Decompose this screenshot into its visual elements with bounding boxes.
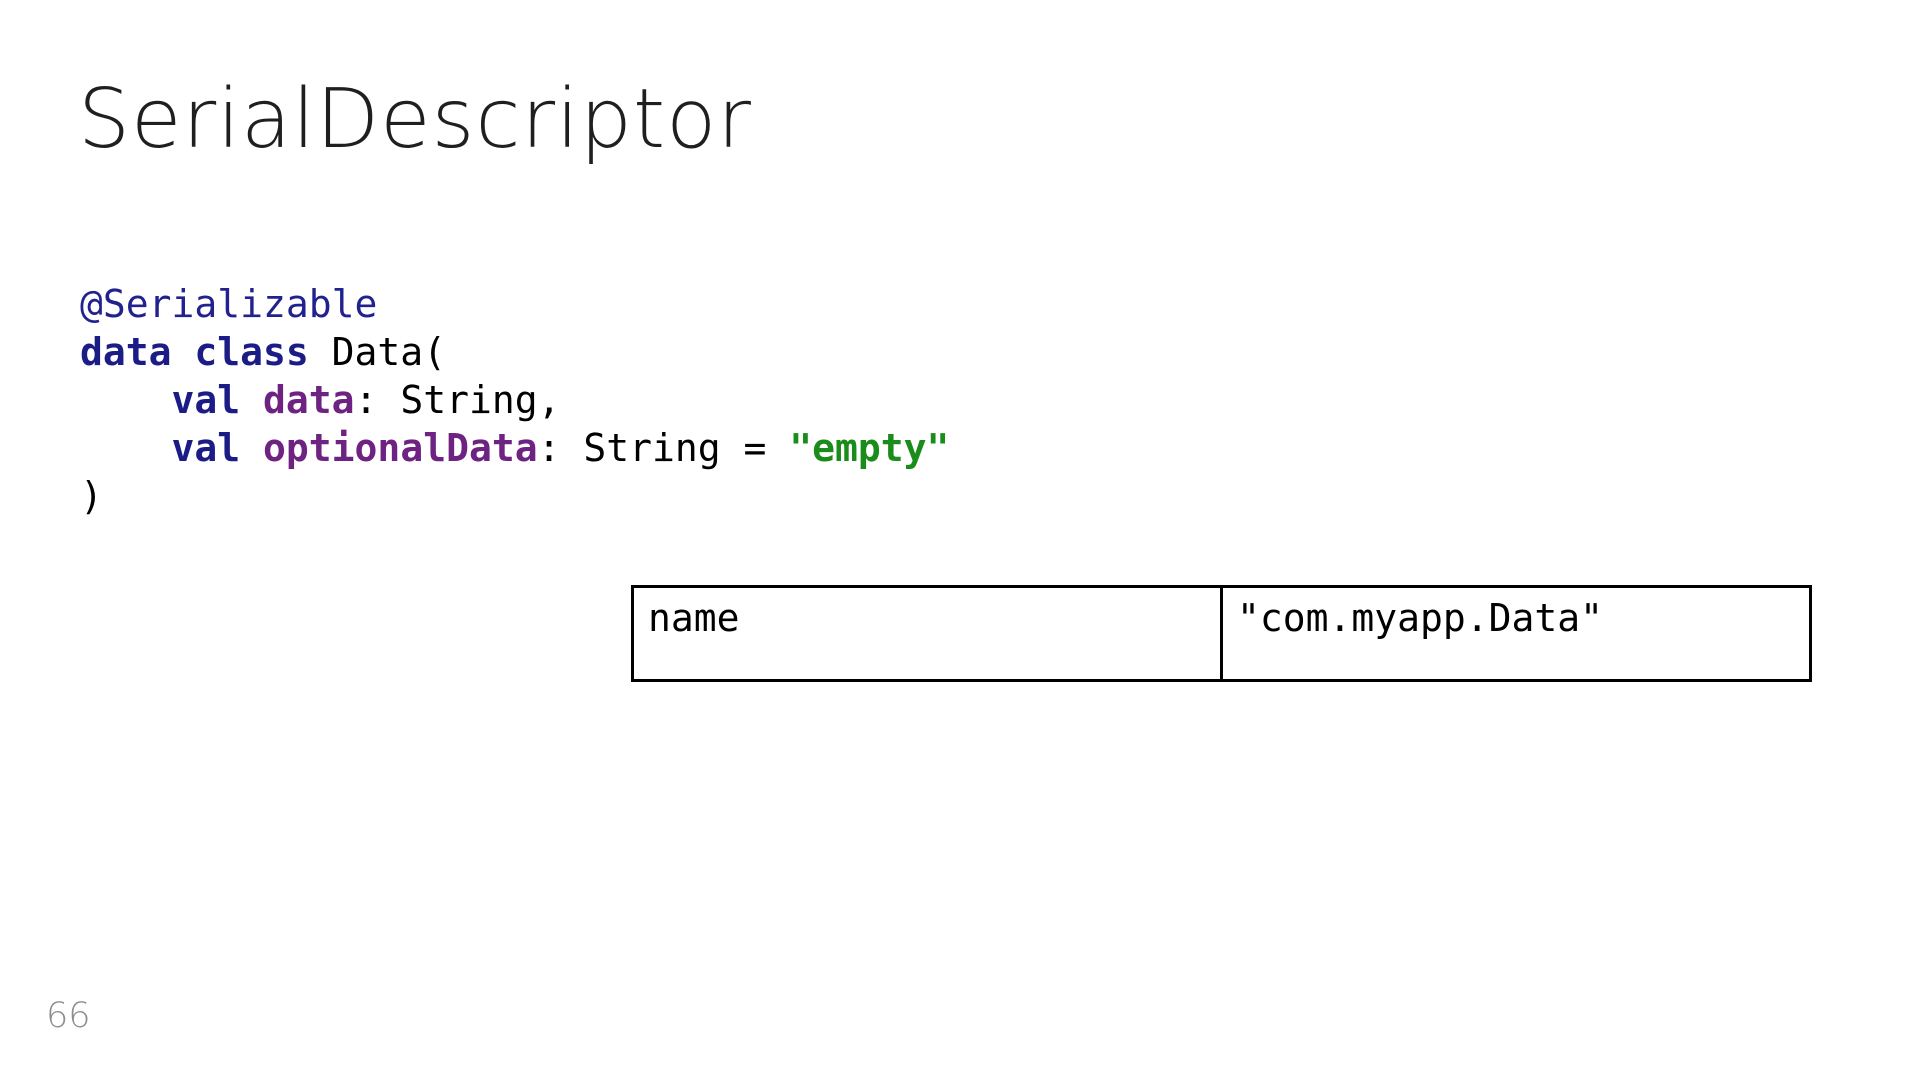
- code-token-plain: [80, 378, 172, 422]
- descriptor-table: name"com.myapp.Data": [631, 585, 1812, 682]
- descriptor-table-body: name"com.myapp.Data": [631, 585, 1812, 682]
- code-token-prop: data: [263, 378, 355, 422]
- code-token-plain: : String,: [354, 378, 561, 422]
- code-line: ): [80, 472, 949, 520]
- code-token-str: "empty": [789, 426, 950, 470]
- page-number: 66: [46, 996, 91, 1036]
- code-token-plain: [240, 378, 263, 422]
- code-token-plain: [80, 426, 172, 470]
- code-line: val optionalData: String = "empty": [80, 424, 950, 472]
- code-line: val data: String,: [80, 376, 949, 424]
- code-token-ann: @Serializable: [80, 282, 378, 326]
- page-title: SerialDescriptor: [78, 72, 753, 167]
- code-line: data class Data(: [80, 328, 949, 376]
- code-token-plain: [240, 426, 263, 470]
- table-cell-key: name: [631, 585, 1223, 682]
- table-cell-value: "com.myapp.Data": [1220, 585, 1812, 682]
- code-token-kw: val: [171, 426, 241, 470]
- code-line: @Serializable: [80, 280, 949, 328]
- code-token-plain: Data(: [308, 330, 447, 374]
- code-token-kw: data class: [80, 330, 309, 374]
- code-token-prop: optionalData: [263, 426, 538, 470]
- code-token-kw: val: [171, 378, 241, 422]
- table-row: name"com.myapp.Data": [631, 585, 1812, 682]
- code-token-plain: : String =: [537, 426, 790, 470]
- code-token-plain: ): [80, 474, 103, 518]
